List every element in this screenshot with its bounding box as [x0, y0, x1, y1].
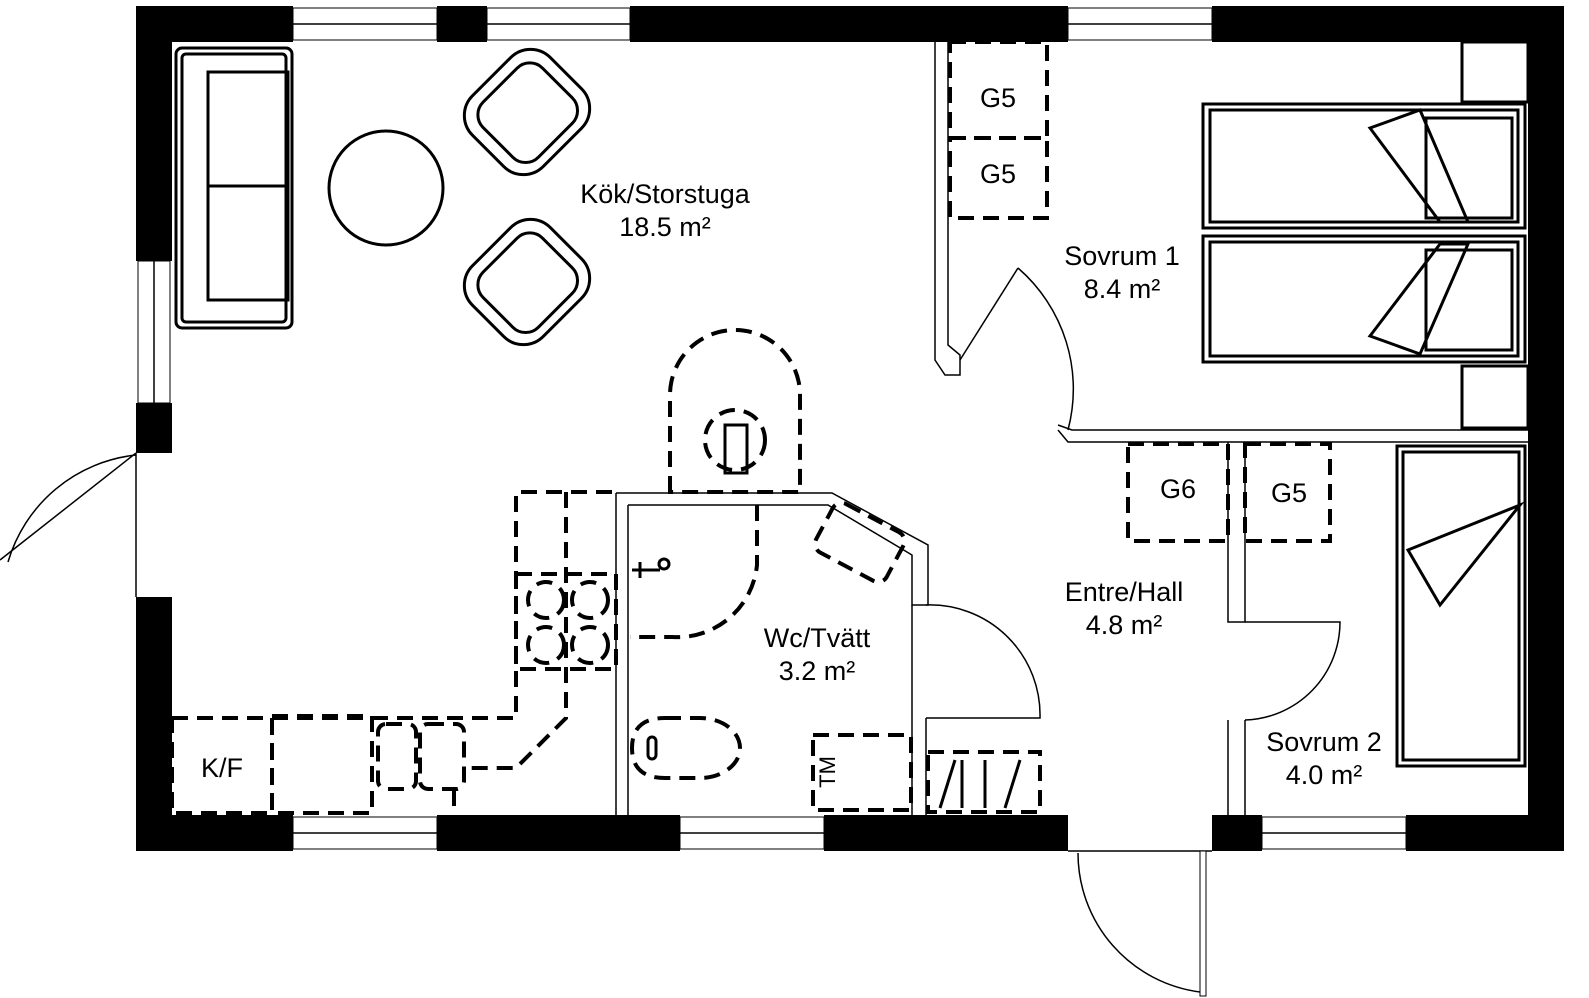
kitchen-counter: [170, 490, 618, 815]
windows: [137, 7, 1407, 850]
room-area-kitchen: 18.5 m²: [619, 212, 711, 242]
bed-1a: [1201, 102, 1527, 230]
room-name-hall: Entre/Hall: [1065, 577, 1184, 607]
armchair-top: [462, 47, 592, 177]
dining-chair-dashed: [668, 328, 802, 494]
wc-fixtures: [629, 500, 1042, 814]
room-area-hall: 4.8 m²: [1086, 610, 1163, 640]
washing-machine-label: TM: [815, 756, 840, 788]
room-name-bedroom1: Sovrum 1: [1064, 241, 1180, 271]
room-name-bedroom2: Sovrum 2: [1266, 727, 1382, 757]
interior-walls: [615, 42, 1528, 815]
fridge-freezer-label: K/F: [201, 753, 243, 783]
exterior-walls: [136, 6, 1564, 851]
bed-1b: [1201, 234, 1527, 364]
sofa: [174, 46, 294, 330]
room-area-wc: 3.2 m²: [779, 656, 856, 686]
wardrobe-label-g5-hall: G5: [1271, 478, 1307, 508]
room-name-kitchen: Kök/Storstuga: [580, 179, 751, 209]
round-table: [327, 129, 445, 247]
room-area-bedroom2: 4.0 m²: [1286, 760, 1363, 790]
exterior-doors: [0, 452, 1212, 997]
armchair-bottom: [462, 217, 592, 347]
bed-2: [1395, 444, 1527, 768]
wardrobe-label-g6: G6: [1160, 474, 1196, 504]
bedside-table-bottom: [1460, 364, 1530, 430]
room-name-wc: Wc/Tvätt: [764, 623, 871, 653]
wardrobes: [948, 40, 1332, 543]
wardrobe-label-g5-top: G5: [980, 83, 1016, 113]
wardrobe-label-g5-middle: G5: [980, 159, 1016, 189]
room-area-bedroom1: 8.4 m²: [1084, 274, 1161, 304]
bedside-table-top: [1460, 40, 1530, 104]
